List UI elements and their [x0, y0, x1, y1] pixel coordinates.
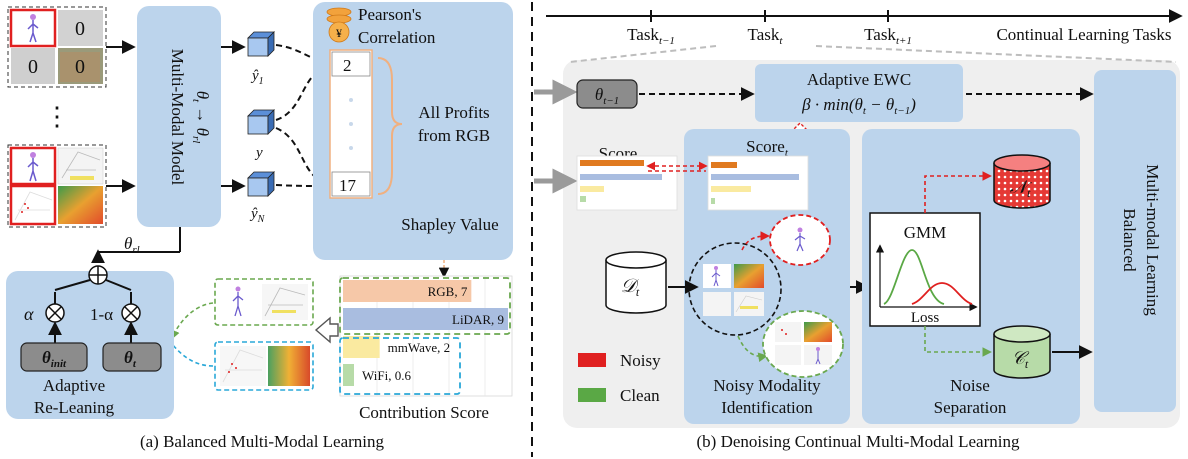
profits-line1: All Profits	[418, 103, 489, 122]
shapley-panel: ¥ Pearson's Correlation 2 17 All Profits…	[313, 2, 513, 260]
contribution-bar-mmwave	[343, 336, 380, 358]
clean-sample-circle	[762, 310, 844, 378]
alpha-label: α	[24, 304, 34, 324]
legend-clean-swatch	[578, 388, 606, 402]
legend-clean-text: Clean	[620, 386, 660, 405]
clean-modality-box	[339, 277, 511, 335]
legend-noisy-swatch	[578, 353, 606, 367]
coin-icon: ¥	[326, 7, 352, 43]
y-label: y	[254, 145, 263, 161]
svg-text:¥: ¥	[336, 26, 342, 40]
task-cur-label: Taskt	[748, 25, 784, 47]
masked-zero-text: 0	[75, 56, 85, 78]
y-hat-1-label: ŷ1	[250, 68, 264, 87]
noisy-id-line1: Noisy Modality	[713, 376, 821, 395]
dataset-label: 𝒟t	[621, 276, 640, 299]
pearson-text: Pearson's	[358, 5, 422, 24]
legend: Noisy Clean	[578, 351, 661, 405]
contribution-title: Contribution Score	[359, 403, 489, 422]
profits-line2: from RGB	[418, 126, 490, 145]
legend-noisy-text: Noisy	[620, 351, 661, 370]
balanced-rgb-lidar	[214, 278, 314, 326]
ellipsis: ⋮	[44, 102, 70, 131]
person-icon	[27, 152, 39, 182]
score-cur-label: Scoret	[746, 137, 789, 159]
noise-sep-line2: Separation	[934, 398, 1007, 417]
ewc-title: Adaptive EWC	[807, 70, 911, 89]
contribution-label-rgb: RGB, 7	[428, 284, 468, 299]
adaptive-label-line1: Adaptive	[43, 376, 105, 395]
caption-a: (a) Balanced Multi-Modal Learning	[140, 432, 385, 451]
person-icon	[27, 14, 39, 43]
panel-a: 0 0 0 ⋮ Mul	[6, 2, 513, 451]
caption-b: (b) Denoising Continual Multi-Modal Lear…	[697, 432, 1020, 451]
adaptive-releaning-panel: α 1-α θinit θt Adaptive Re-Leaning	[6, 265, 174, 419]
model-formula: θt → θrl	[190, 91, 212, 144]
adaptive-label-line2: Re-Leaning	[34, 398, 115, 417]
task-timeline: Taskt−1 Taskt Taskt+1 Continual Learning…	[546, 9, 1183, 47]
balanced-line2: Multi-modal Learning	[1143, 164, 1162, 316]
score-prev-chart	[576, 155, 678, 211]
shapley-value-title: Shapley Value	[401, 215, 498, 234]
y-hat-n-label: ŷN	[249, 206, 266, 225]
contribution-bar-rgb	[343, 280, 472, 302]
task-next-label: Taskt+1	[864, 25, 912, 47]
masked-zero-text: 0	[28, 56, 38, 78]
timeline-label: Continual Learning Tasks	[996, 25, 1171, 44]
contribution-label-lidar: LiDAR, 9	[452, 312, 504, 327]
full-input-bottom	[7, 144, 107, 228]
shapley-value-top: 2	[343, 56, 352, 75]
clean-set-cylinder: 𝒞t	[993, 325, 1051, 379]
prediction-cube-y	[247, 109, 275, 135]
masked-zero-text: 0	[75, 18, 85, 40]
ewc-formula: β · min(θt − θt−1)	[801, 95, 916, 117]
balanced-mmwave-wifi	[214, 341, 314, 391]
masked-input-top: 0 0 0	[7, 6, 107, 88]
panel-b: Taskt−1 Taskt Taskt+1 Continual Learning…	[534, 9, 1183, 451]
noisy-modality-box	[339, 337, 461, 395]
noisy-id-line2: Identification	[721, 398, 813, 417]
balanced-line1: Balanced	[1120, 208, 1139, 272]
shapley-value-bottom: 17	[339, 176, 357, 195]
contribution-bar-lidar	[343, 308, 508, 330]
gmm-label: GMM	[904, 223, 947, 242]
contribution-label-wifi: WiFi, 0.6	[362, 368, 411, 383]
prediction-cube-1	[247, 31, 275, 57]
model-title: Multi-Modal Model	[168, 49, 187, 186]
adaptive-ewc-box: Adaptive EWC β · min(θt − θt−1)	[755, 64, 963, 122]
one-minus-alpha-label: 1-α	[90, 305, 113, 324]
sample-cluster	[688, 242, 782, 336]
contribution-label-mmwave: mmWave, 2	[388, 340, 451, 355]
prediction-cube-n	[247, 171, 275, 197]
multi-modal-model-box: Multi-Modal Model θt → θrl	[137, 6, 221, 227]
dataset-cylinder: 𝒟t	[605, 251, 667, 314]
loss-label: Loss	[911, 310, 940, 326]
correlation-text: Correlation	[358, 28, 436, 47]
noisy-sample-circle	[769, 214, 831, 266]
theta-rl-label: θrl	[124, 234, 140, 256]
hollow-arrow	[314, 316, 339, 344]
noisy-set-cylinder: 𝒩t	[993, 154, 1051, 209]
contribution-bar-wifi	[343, 364, 354, 386]
balanced-learning-box: Balanced Multi-modal Learning	[1094, 70, 1176, 412]
task-prev-label: Taskt−1	[627, 25, 675, 47]
noise-sep-line1: Noise	[950, 376, 990, 395]
